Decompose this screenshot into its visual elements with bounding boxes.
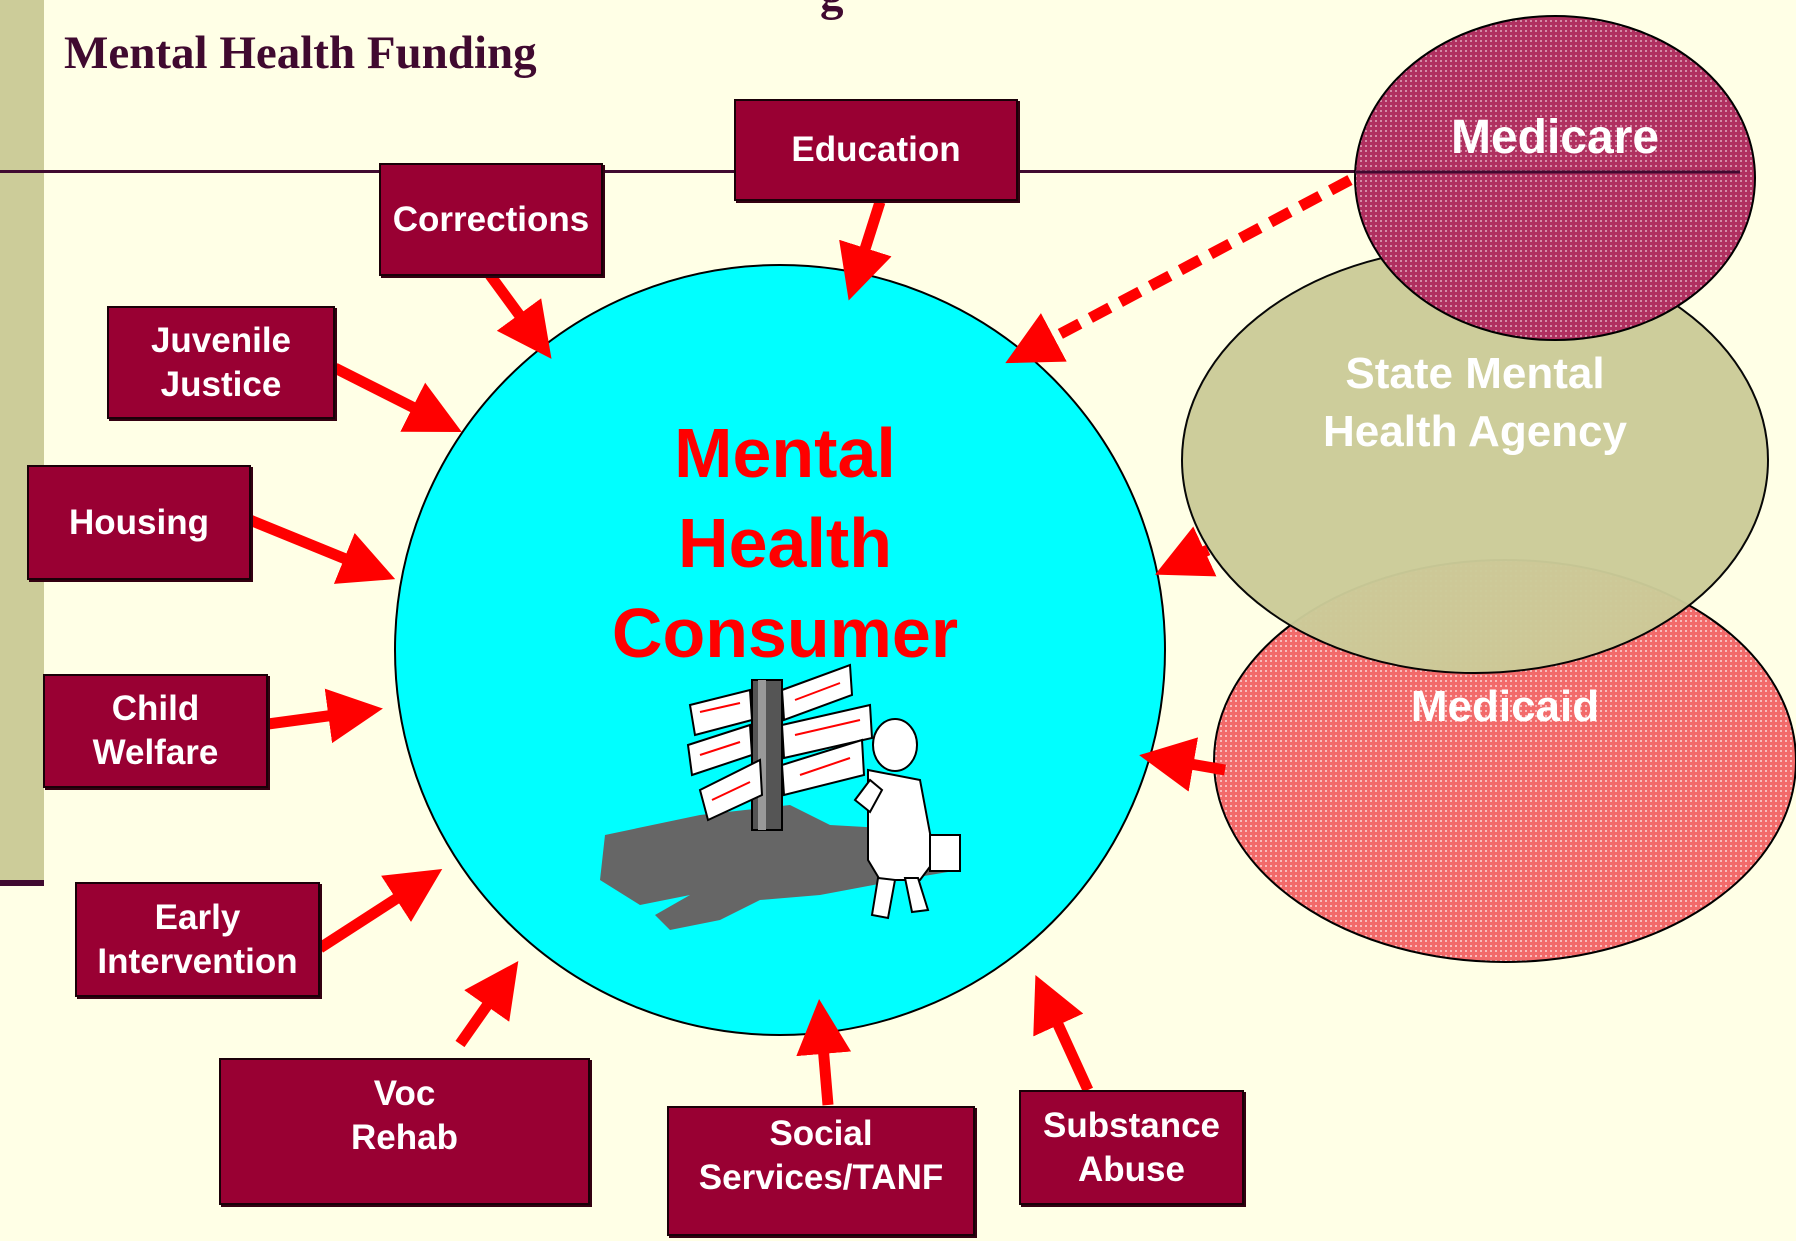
arrow-housing	[247, 514, 396, 584]
clipped-heading-fragment: g	[820, 0, 844, 22]
page-title: Mental Health Funding	[64, 27, 537, 79]
arrow-medicaid	[1139, 737, 1226, 792]
arrow-early	[317, 869, 443, 953]
medicare-oval	[1354, 15, 1756, 341]
arrow-corrections	[485, 271, 552, 359]
medicare-label: Medicare	[1450, 111, 1660, 164]
arrow-social	[796, 999, 852, 1106]
box-substance-abuse: Substance Abuse	[1019, 1090, 1244, 1205]
box-child-welfare: Child Welfare	[43, 674, 268, 788]
box-early-intervention: Early Intervention	[75, 882, 320, 997]
state-agency-label: State Mental Health Agency	[1322, 349, 1627, 456]
strip-end-line	[0, 880, 44, 886]
box-housing: Housing	[27, 465, 251, 580]
arrow-substance	[1033, 974, 1094, 1093]
medicaid-label: Medicaid	[1410, 682, 1600, 731]
box-education: Education	[734, 99, 1018, 201]
arrow-medicare	[1005, 175, 1353, 364]
arrow-child-welfare	[267, 688, 383, 744]
consumer-label: Mental Health Consumer	[611, 414, 959, 672]
arrow-education	[839, 200, 892, 301]
accent-strip	[0, 0, 44, 882]
arrow-voc	[455, 960, 519, 1048]
arrow-state	[1155, 526, 1217, 577]
consumer-circle	[394, 264, 1166, 1036]
box-social-services: Social Services/TANF	[667, 1106, 975, 1236]
box-juvenile-justice: Juvenile Justice	[107, 306, 335, 419]
arrow-juvenile	[332, 363, 462, 432]
box-voc-rehab: Voc Rehab	[219, 1058, 590, 1205]
box-corrections: Corrections	[379, 163, 603, 276]
confused-man-icon	[853, 718, 961, 920]
